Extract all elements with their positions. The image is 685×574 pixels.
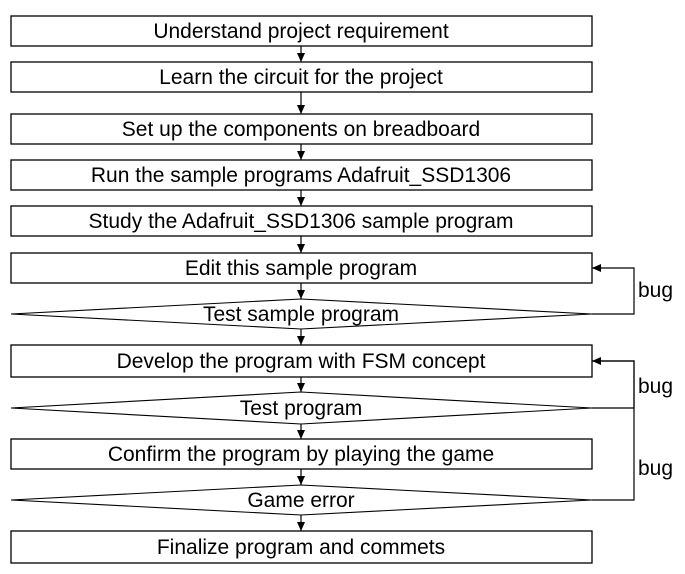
decision-diamond bbox=[10, 391, 593, 425]
process-box bbox=[10, 530, 593, 564]
process-box bbox=[10, 15, 593, 47]
process-label: Understand project requirement bbox=[153, 20, 448, 43]
process-label: Confirm the program by playing the game bbox=[108, 443, 494, 466]
process-label: Study the Adafruit_SSD1306 sample progra… bbox=[89, 210, 514, 233]
bug-loop-arrow bbox=[592, 357, 635, 409]
decision-label: Test sample program bbox=[203, 303, 399, 326]
process-box bbox=[10, 252, 593, 284]
process-label: Learn the circuit for the project bbox=[159, 66, 443, 89]
bug-loop-arrow bbox=[592, 264, 635, 315]
connector-layer bbox=[297, 46, 635, 531]
process-label: Finalize program and commets bbox=[157, 536, 445, 559]
process-box bbox=[10, 113, 593, 145]
process-label: Run the sample programs Adafruit_SSD1306 bbox=[91, 164, 511, 187]
bug-label: bug bbox=[638, 457, 673, 480]
process-label: Develop the program with FSM concept bbox=[117, 350, 486, 373]
bug-label: bug bbox=[638, 279, 673, 302]
process-box bbox=[10, 61, 593, 93]
decision-diamond bbox=[10, 484, 593, 516]
process-label: Edit this sample program bbox=[185, 257, 417, 280]
process-box bbox=[10, 159, 593, 191]
process-label: Set up the components on breadboard bbox=[122, 118, 480, 141]
process-box bbox=[10, 205, 593, 237]
decision-diamond bbox=[10, 298, 593, 330]
process-box bbox=[10, 344, 593, 378]
process-box bbox=[10, 438, 593, 470]
bug-label: bug bbox=[638, 375, 673, 398]
bug-loop-arrow bbox=[592, 360, 635, 501]
decision-label: Game error bbox=[247, 489, 354, 512]
decision-label: Test program bbox=[240, 397, 363, 420]
